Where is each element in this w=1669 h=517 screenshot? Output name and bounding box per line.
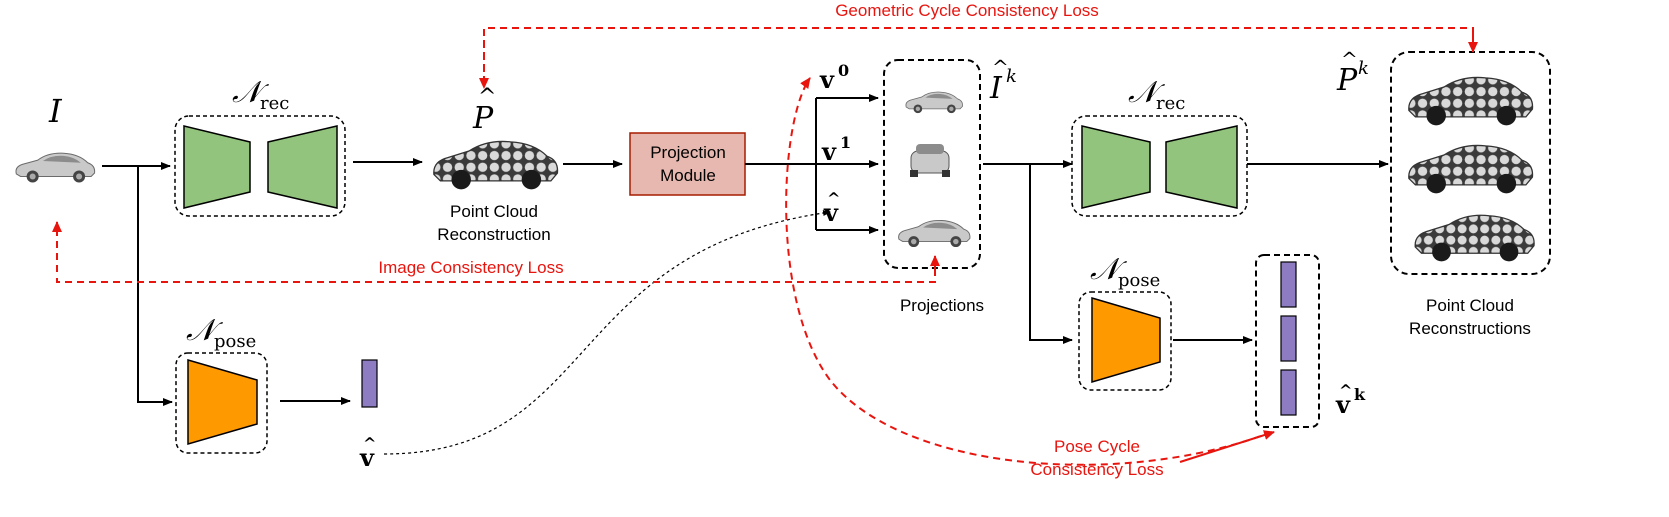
svg-text:k: k — [1354, 385, 1366, 404]
npose-right-encoder — [1091, 296, 1161, 384]
svg-text:^: ^ — [827, 189, 840, 208]
point-cloud-reconstruction-label-1: Point Cloud — [450, 202, 538, 221]
p-hat-k-label: P ^ k — [1336, 47, 1369, 98]
svg-text:^: ^ — [1341, 47, 1358, 71]
point-cloud-reconstructions-label-2: Reconstructions — [1409, 319, 1531, 338]
nrec-left-encoder — [183, 125, 251, 209]
point-cloud-car-icon — [1414, 214, 1535, 262]
projection-module-label-1: Projection — [650, 143, 726, 162]
svg-text:v: v — [823, 198, 839, 227]
svg-text:k: k — [1358, 58, 1369, 79]
v-hat-vector — [361, 359, 378, 408]
nrec-right-decoder — [1165, 125, 1238, 209]
projection-module-box — [629, 132, 746, 196]
pose-cycle-arrow-right — [1179, 430, 1275, 463]
svg-text:k: k — [1006, 66, 1017, 87]
nrec-left-box — [174, 115, 346, 217]
p-hat-label: P ^ — [472, 85, 496, 136]
npose-right-box — [1078, 291, 1172, 391]
svg-text:I: I — [989, 71, 1003, 106]
projections-label: Projections — [900, 296, 984, 315]
pose-cycle-loss-label-1: Pose Cycle — [1054, 437, 1140, 456]
svg-text:1: 1 — [840, 133, 851, 152]
nrec-right-box — [1071, 115, 1248, 217]
image-consistency-loss-label: Image Consistency Loss — [378, 258, 563, 277]
v0-label: v 0 — [819, 61, 849, 94]
point-cloud-reconstructions-label-1: Point Cloud — [1426, 296, 1514, 315]
projections-box — [883, 59, 981, 269]
nrec-left-label: 𝒩 rec — [232, 75, 289, 114]
npose-left-encoder — [187, 359, 258, 445]
npose-right-label: 𝒩 pose — [1090, 252, 1160, 291]
v1-label: v 1 — [821, 133, 851, 166]
point-cloud-car-icon — [1408, 144, 1534, 194]
input-car-icon — [15, 152, 96, 184]
vk-vector-1 — [1280, 261, 1297, 308]
projection-module-label-2: Module — [660, 166, 716, 185]
npose-left-label: 𝒩 pose — [186, 313, 256, 352]
vk-vector-2 — [1280, 315, 1297, 362]
svg-text:^: ^ — [1339, 381, 1352, 400]
v-hat-bottom-label: v ^ — [359, 434, 376, 472]
nrec-right-label: 𝒩 rec — [1128, 75, 1185, 114]
svg-text:^: ^ — [478, 85, 496, 110]
vk-vector-3 — [1280, 369, 1297, 416]
svg-text:pose: pose — [1118, 270, 1160, 291]
svg-text:v: v — [819, 65, 835, 94]
v-hat-label: v ^ — [823, 189, 840, 227]
svg-text:rec: rec — [260, 93, 289, 114]
svg-text:0: 0 — [838, 61, 849, 80]
svg-text:v: v — [821, 137, 837, 166]
svg-text:pose: pose — [214, 331, 256, 352]
geometric-cycle-loss-line — [483, 27, 1474, 84]
input-to-npose-arrow — [137, 166, 173, 406]
projections-to-npose-arrow — [1029, 164, 1073, 344]
nrec-left-decoder — [267, 125, 338, 209]
vk-box — [1255, 254, 1320, 428]
point-cloud-car-icon — [433, 140, 559, 190]
point-cloud-car-icon — [1408, 76, 1534, 126]
svg-text:v: v — [1335, 390, 1351, 419]
v-hat-reuse-curve — [383, 210, 831, 455]
svg-text:^: ^ — [363, 434, 376, 453]
npose-left-box — [175, 352, 268, 454]
projected-car-icon — [910, 144, 950, 177]
geometric-cycle-loss-label: Geometric Cycle Consistency Loss — [835, 1, 1099, 20]
v-hat-k-label: v ^ k — [1335, 381, 1366, 419]
svg-text:P: P — [472, 101, 494, 136]
svg-text:^: ^ — [992, 55, 1009, 79]
pose-cycle-loss-curve — [785, 77, 1273, 466]
point-cloud-reconstruction-label-2: Reconstruction — [437, 225, 550, 244]
i-hat-k-label: I ^ k — [989, 55, 1017, 106]
nrec-right-encoder — [1081, 125, 1151, 209]
svg-text:rec: rec — [1156, 93, 1185, 114]
pose-cycle-loss-label-2: Consistency Loss — [1030, 460, 1163, 479]
projected-car-icon — [898, 219, 971, 248]
svg-text:v: v — [359, 443, 375, 472]
input-image-label: I — [48, 92, 63, 130]
input-image-symbol: I — [48, 92, 63, 130]
svg-text:P: P — [1336, 63, 1358, 98]
projected-car-icon — [905, 91, 964, 114]
